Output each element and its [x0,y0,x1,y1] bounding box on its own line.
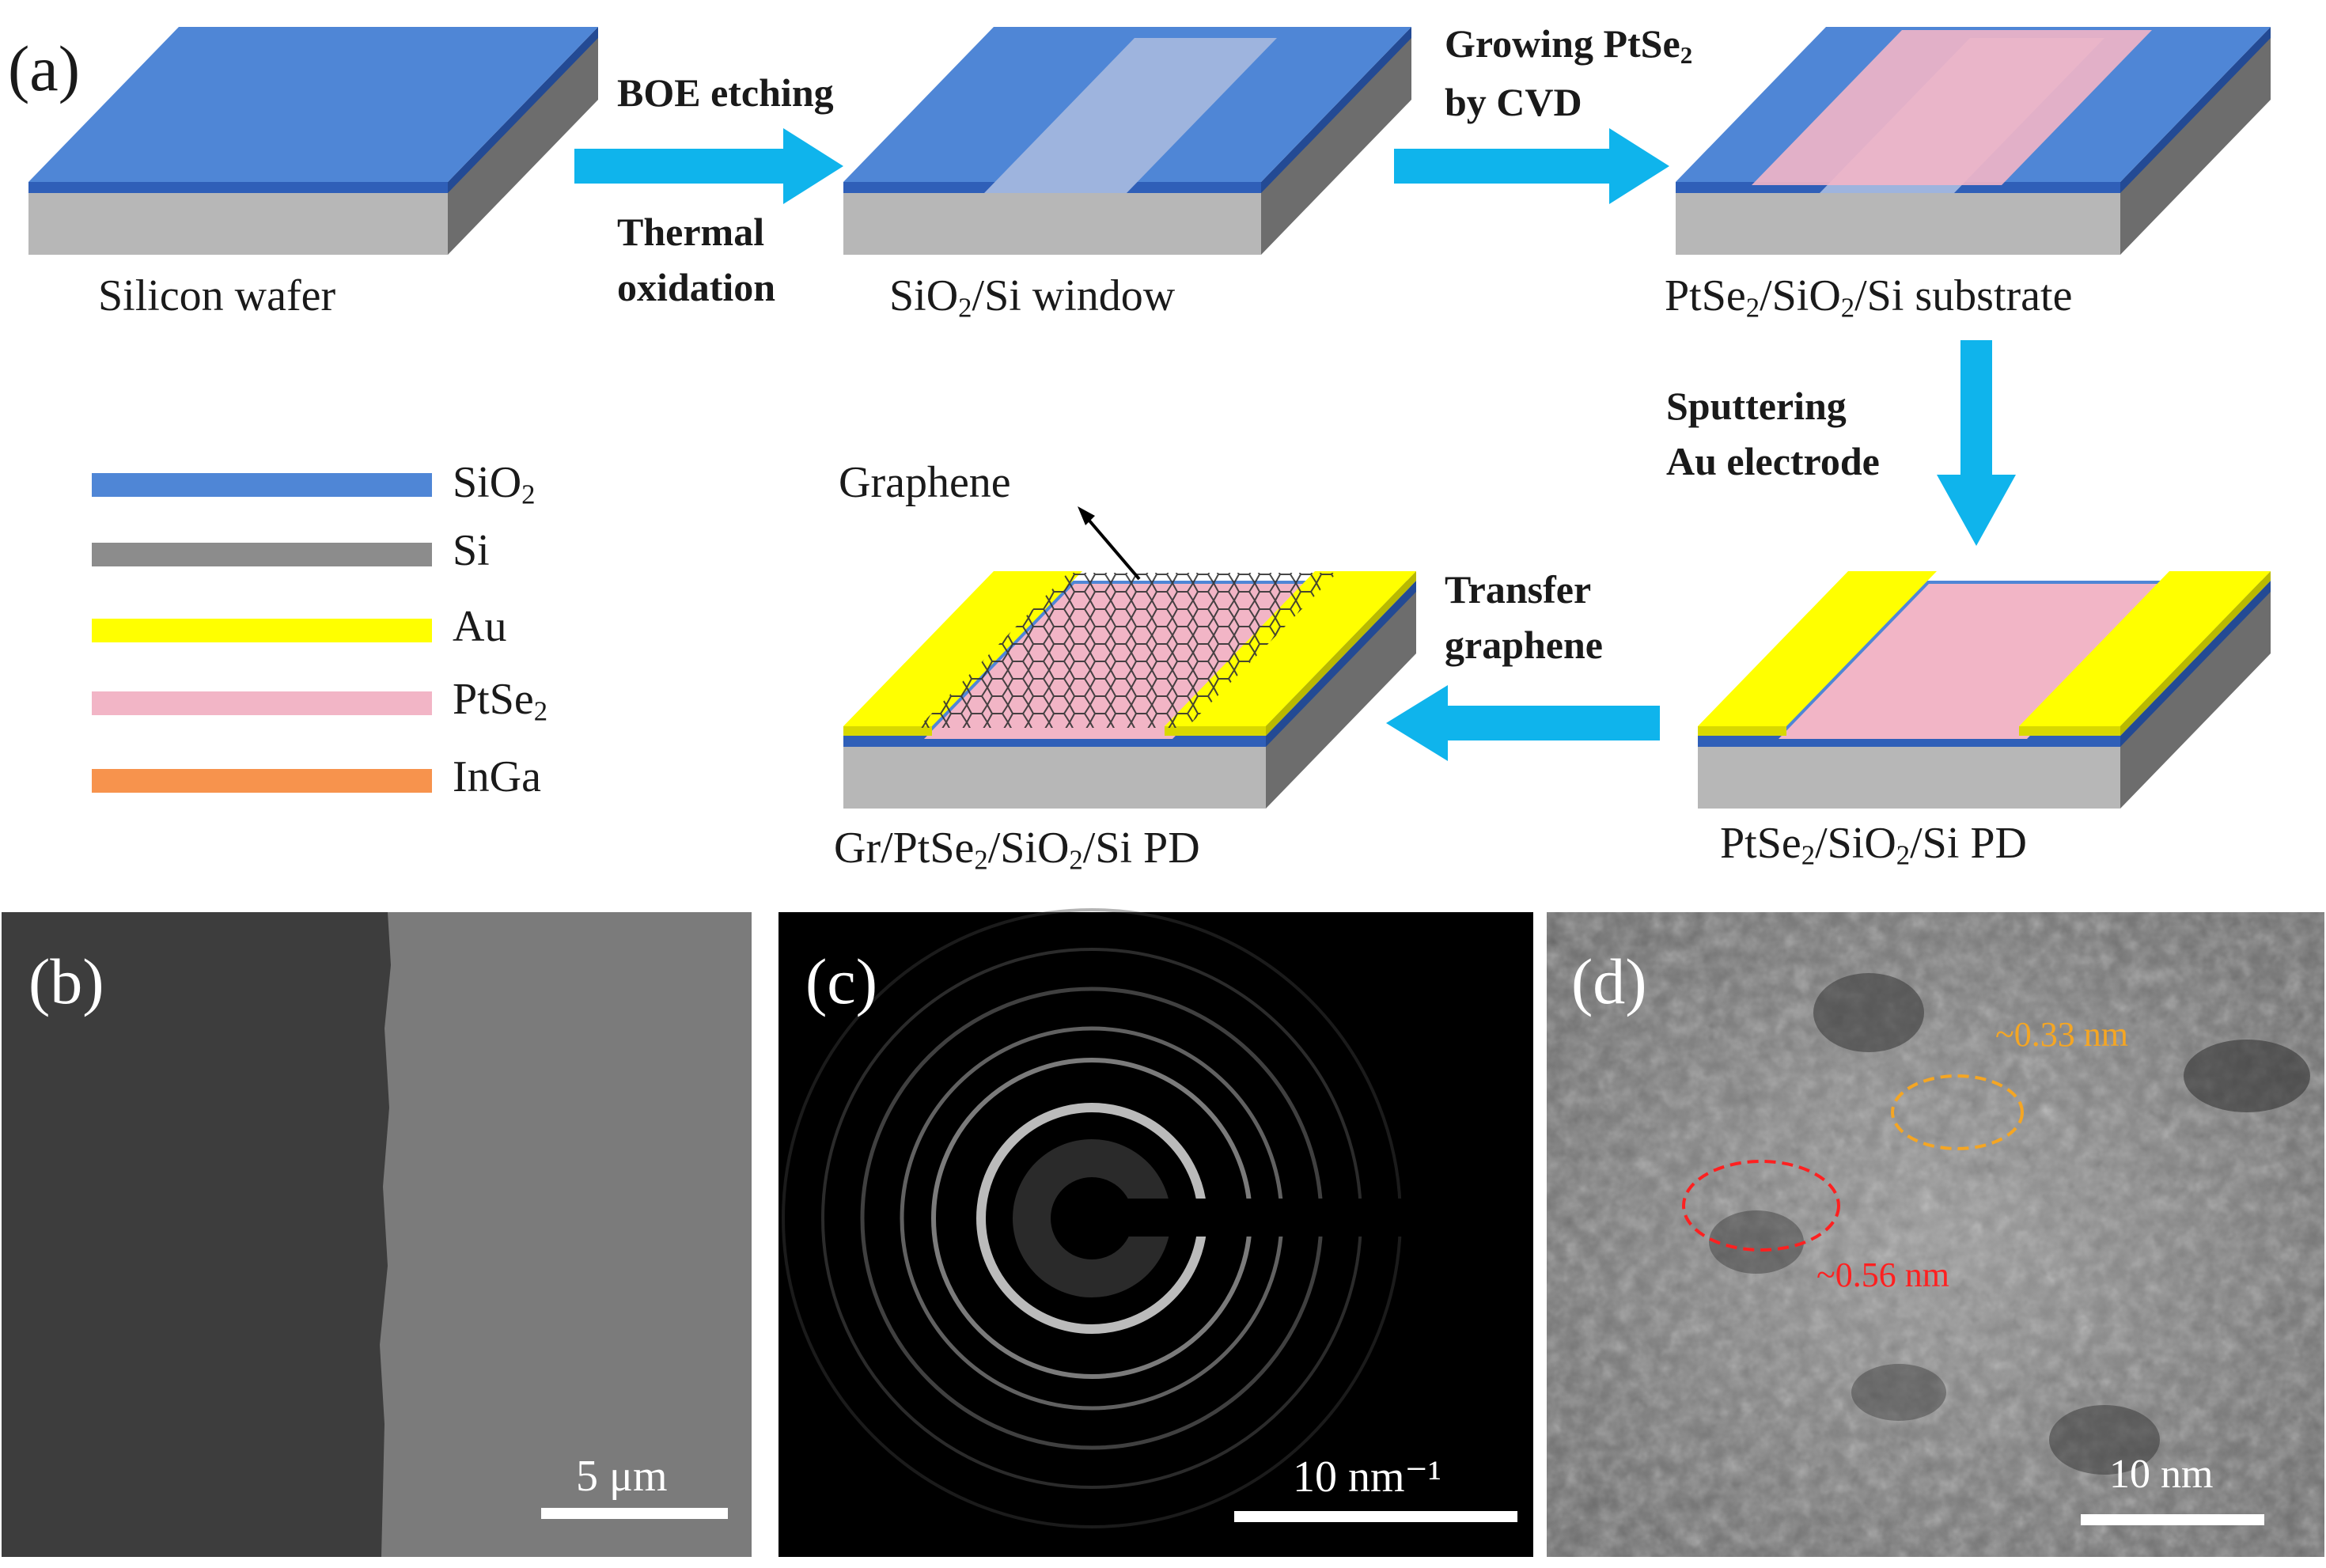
spacing-label-red: ~0.56 nm [1816,1256,1950,1294]
panel-c-image [778,908,1533,1557]
arrow-boe [574,128,843,204]
legend-label-sio2: SiO2 [453,458,536,510]
panel-b-label: (b) [28,945,104,1017]
arrow-sputter [1937,340,2016,546]
arrow-label-au-electrode: Au electrode [1666,439,1880,483]
caption-gr-pd: Gr/PtSe2/SiO2/Si PD [834,824,1200,876]
caption-sio2-window: SiO2/Si window [889,271,1176,324]
legend-label-ptse2: PtSe2 [453,675,548,727]
graphene-label: Graphene [839,458,1011,507]
gr-pd-block [843,506,1416,809]
caption-ptse2-pd: PtSe2/SiO2/Si PD [1720,819,2027,871]
scale-label-c: 10 nm⁻¹ [1293,1452,1441,1502]
orange-ellipse-marker [1891,1074,2024,1150]
arrow-transfer [1386,685,1660,761]
legend-label-inga: InGa [453,752,541,801]
panel-d-label: (d) [1571,945,1647,1017]
arrow-label-oxidation: oxidation [617,265,776,309]
caption-ptse2-substrate: PtSe2/SiO2/Si substrate [1665,271,2073,324]
ptse2-substrate-block [1676,27,2271,255]
legend-label-si: Si [453,526,490,575]
legend-bar-au [92,619,432,642]
silicon-wafer-block [28,27,598,255]
arrow-label-growing: Growing PtSe2 [1445,21,1693,69]
arrow-cvd [1394,128,1669,204]
legend-bar-sio2 [92,473,432,497]
legend-bar-si [92,543,432,566]
arrow-label-boe: BOE etching [617,70,834,115]
legend-bar-ptse2 [92,691,432,715]
red-ellipse-marker [1682,1160,1840,1252]
arrow-label-transfer: Transfer [1445,567,1592,612]
caption-silicon-wafer: Silicon wafer [98,271,336,320]
panel-b-image [2,912,752,1557]
panel-d-image [1547,912,2324,1557]
legend-bar-inga [92,769,432,793]
arrow-label-sputtering: Sputtering [1666,384,1847,428]
scale-label-b: 5 μm [576,1452,668,1501]
process-arrows [574,128,2016,761]
arrow-label-cvd: by CVD [1445,80,1582,124]
graphene-lattice [918,573,1337,728]
scale-label-d: 10 nm [2109,1452,2214,1497]
arrow-label-thermal: Thermal [617,210,765,254]
ptse2-pd-block [1698,571,2271,809]
legend-label-au: Au [453,602,507,651]
panel-a-label: (a) [8,32,81,104]
legend-bars [92,473,432,793]
arrow-label-graphene: graphene [1445,623,1603,667]
sio2-window-block [843,27,1411,255]
panel-c-label: (c) [805,945,878,1017]
spacing-label-orange: ~0.33 nm [1995,1015,2129,1054]
